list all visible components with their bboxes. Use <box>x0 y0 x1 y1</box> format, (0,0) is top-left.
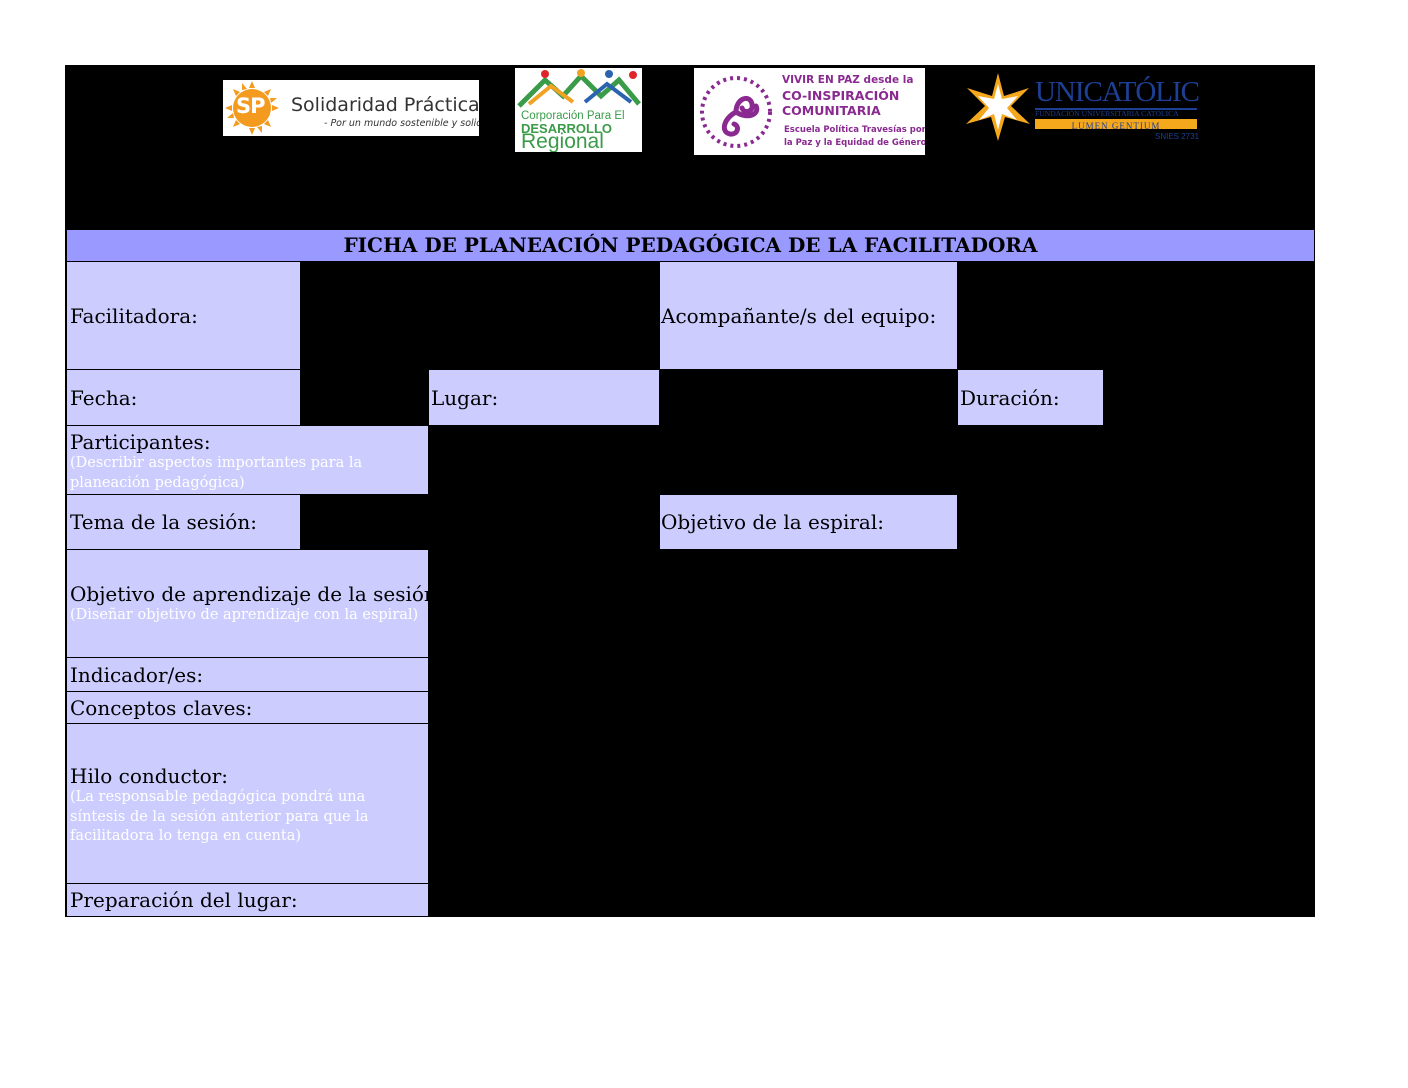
triskelion-icon <box>700 76 772 148</box>
unicatolica-logo: UNICATÓLICA FUNDACIÓN UNIVERSITARIA CATÓ… <box>963 72 1199 144</box>
desarrollo-regional-logo: Corporación Para El DESARROLLO Regional <box>515 68 642 152</box>
fecha-label-cell: Fecha: <box>67 370 300 425</box>
hilo-hint: (La responsable pedagógica pondrá una sí… <box>70 789 369 844</box>
vp-line2: CO-INSPIRACIÓN <box>782 88 900 103</box>
objetivo-espiral-label: Objetivo de la espiral: <box>661 510 884 534</box>
participantes-label: Participantes: <box>70 430 211 454</box>
lugar-label: Lugar: <box>431 385 499 410</box>
uc-motto-band: LUMEN GENTIUM <box>1035 119 1197 131</box>
hilo-label: Hilo conductor: <box>70 764 229 788</box>
sun-icon <box>225 81 279 135</box>
vp-line1: VIVIR EN PAZ desde la <box>782 74 914 86</box>
conceptos-label: Conceptos claves: <box>70 695 253 720</box>
cdr-line1: Corporación Para El <box>521 110 625 122</box>
sp-tagline: - Por un mundo sostenible y solidario <box>324 118 479 129</box>
vp-line5: la Paz y la Equidad de Género <box>784 138 925 148</box>
sp-name: Solidaridad Práctica <box>291 94 479 116</box>
hilo-label-cell: Hilo conductor: (La responsable pedagógi… <box>67 724 428 883</box>
acompanante-label: Acompañante/s del equipo: <box>661 303 937 328</box>
tema-label: Tema de la sesión: <box>70 510 257 534</box>
facilitadora-label-cell: Facilitadora: <box>67 262 300 369</box>
indicadores-label-cell: Indicador/es: <box>67 658 428 691</box>
uc-motto: LUMEN GENTIUM <box>1071 121 1161 131</box>
uc-snies: SNIES 2731 <box>1155 132 1199 141</box>
sp-initials: SP <box>236 94 265 118</box>
preparacion-label: Preparación del lugar: <box>70 888 298 912</box>
indicadores-label: Indicador/es: <box>70 662 204 687</box>
vp-line3: COMUNITARIA <box>782 103 881 118</box>
participantes-label-cell: Participantes: (Describir aspectos impor… <box>67 426 428 494</box>
conceptos-label-cell: Conceptos claves: <box>67 692 428 723</box>
duracion-label: Duración: <box>960 385 1060 410</box>
people-mountains-icon <box>517 69 641 108</box>
cdr-line3: Regional <box>521 130 604 152</box>
acompanante-label-cell: Acompañante/s del equipo: <box>660 262 957 369</box>
duracion-label-cell: Duración: <box>958 370 1103 425</box>
uc-name: UNICATÓLICA <box>1035 76 1199 108</box>
participantes-hint: (Describir aspectos importantes para la … <box>70 455 363 491</box>
lugar-label-cell: Lugar: <box>429 370 659 425</box>
preparacion-label-cell: Preparación del lugar: <box>67 884 428 916</box>
fecha-label: Fecha: <box>70 385 138 410</box>
vp-line4: Escuela Política Travesías por <box>784 125 925 135</box>
objetivo-aprendizaje-hint: (Diseñar objetivo de aprendizaje con la … <box>70 606 419 623</box>
vivir-en-paz-logo: VIVIR EN PAZ desde la CO-INSPIRACIÓN COM… <box>694 68 925 155</box>
solidaridad-practica-logo: SP Solidaridad Práctica - Por un mundo s… <box>223 80 479 136</box>
form-title: FICHA DE PLANEACIÓN PEDAGÓGICA DE LA FAC… <box>67 230 1314 261</box>
facilitadora-label: Facilitadora: <box>70 303 198 328</box>
objetivo-aprendizaje-label-cell: Objetivo de aprendizaje de la sesión: (D… <box>67 550 444 657</box>
star-icon <box>966 73 1030 141</box>
cdr-line2: DESARROLLO <box>521 121 612 136</box>
uc-sub: FUNDACIÓN UNIVERSITARIA CATÓLICA <box>1035 109 1179 118</box>
tema-label-cell: Tema de la sesión: <box>67 495 300 549</box>
objetivo-aprendizaje-label: Objetivo de aprendizaje de la sesión: <box>70 581 444 606</box>
objetivo-espiral-label-cell: Objetivo de la espiral: <box>660 495 957 549</box>
